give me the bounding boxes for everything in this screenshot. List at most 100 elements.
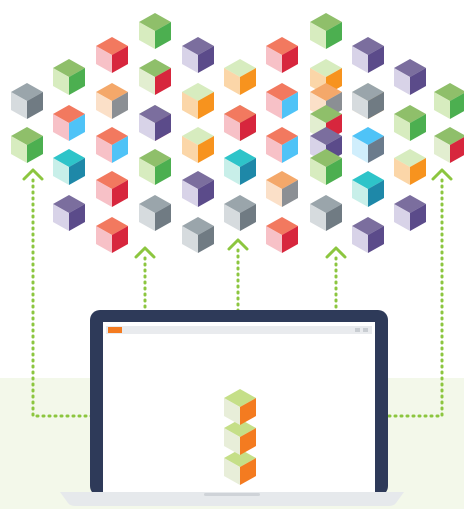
data-cube-left <box>139 158 155 185</box>
browser-tab <box>108 327 122 333</box>
data-cube-left <box>394 68 410 95</box>
data-cube-right <box>368 136 384 163</box>
laptop-base <box>60 492 404 506</box>
data-cube-top <box>434 127 464 145</box>
data-cube-right <box>410 158 426 185</box>
data-cube-right <box>410 114 426 141</box>
data-cube-top <box>434 83 464 101</box>
data-cube-right <box>198 180 214 207</box>
data-cube <box>224 105 256 141</box>
data-cube-left <box>182 92 198 119</box>
data-cube <box>96 171 128 207</box>
data-cube-left <box>96 180 112 207</box>
data-cube <box>53 105 85 141</box>
browser-bar <box>106 326 372 334</box>
data-cube <box>352 83 384 119</box>
data-cube-right <box>450 137 464 163</box>
data-cube <box>96 127 128 163</box>
data-cube <box>139 149 171 185</box>
data-cube-right <box>326 22 342 49</box>
stack-cube <box>224 419 256 455</box>
data-cube-left <box>96 92 112 119</box>
data-cube-left <box>182 226 198 253</box>
data-cube <box>266 37 298 73</box>
data-cube-left <box>266 226 282 253</box>
browser-button-2 <box>363 328 368 332</box>
data-cube-right <box>282 180 298 207</box>
data-cube <box>394 59 426 95</box>
data-cube-right <box>27 92 43 119</box>
data-cube-right <box>368 226 384 253</box>
data-cube <box>266 217 298 253</box>
data-cube-left <box>182 136 198 163</box>
data-cube-right <box>368 46 384 73</box>
stack-cube-right <box>240 458 256 485</box>
data-cube <box>11 83 43 119</box>
aggregated-stack <box>224 389 256 485</box>
data-cube <box>310 195 342 231</box>
data-cube-right <box>198 136 214 163</box>
data-cube-left <box>352 180 368 207</box>
data-cube-left <box>182 46 198 73</box>
arrow-inner-right-up-head <box>325 246 347 259</box>
data-cube-left <box>394 114 410 141</box>
data-cube-right <box>155 158 171 185</box>
data-cube <box>139 13 171 49</box>
data-cube-right <box>326 158 342 185</box>
data-cube-left <box>266 92 282 119</box>
data-cube <box>53 59 85 95</box>
data-cube-right <box>155 114 171 141</box>
data-cube-right <box>155 68 171 95</box>
data-cube-right <box>112 180 128 207</box>
data-cube <box>96 37 128 73</box>
arrow-inner-left-up-head <box>134 246 156 259</box>
data-cube-right <box>240 158 256 185</box>
data-cube-left <box>224 68 240 95</box>
arrow-right-up-head <box>431 168 453 181</box>
data-cube-right <box>112 226 128 253</box>
data-cube-right <box>368 92 384 119</box>
data-cube <box>434 127 464 163</box>
stack-cube-left <box>224 458 240 485</box>
data-cube-left <box>53 68 69 95</box>
data-cube-left <box>139 204 155 231</box>
data-cube-left <box>96 46 112 73</box>
arrow-center-up-head <box>227 238 249 251</box>
data-cube <box>11 127 43 163</box>
data-cube-right <box>240 114 256 141</box>
data-cube-right <box>69 204 85 231</box>
data-cube <box>394 105 426 141</box>
data-cube-left <box>352 92 368 119</box>
data-cube-left <box>139 68 155 95</box>
data-cube-right <box>69 114 85 141</box>
data-cube <box>224 149 256 185</box>
data-cube-left <box>352 226 368 253</box>
data-cube <box>434 83 464 119</box>
browser-button-1 <box>355 328 360 332</box>
data-cube-right <box>282 46 298 73</box>
data-cube-right <box>155 204 171 231</box>
data-cube-right <box>69 158 85 185</box>
arrow-inner-left-path <box>143 256 205 380</box>
data-cube-right <box>155 22 171 49</box>
stack-cube-left <box>224 398 240 425</box>
data-cube-right <box>240 68 256 95</box>
data-cube-right <box>112 46 128 73</box>
data-cube-left <box>224 114 240 141</box>
data-cube-left <box>96 226 112 253</box>
data-cube <box>139 59 171 95</box>
data-cube-right <box>368 180 384 207</box>
data-cube-left <box>53 158 69 185</box>
arrow-inner-right-path <box>276 256 338 380</box>
data-cube-right <box>112 92 128 119</box>
data-cube-right <box>198 92 214 119</box>
arrow-left-up-head <box>22 168 44 181</box>
data-cube <box>352 127 384 163</box>
data-cube-left <box>224 204 240 231</box>
stack-cube-right <box>240 428 256 455</box>
stack-cube <box>224 389 256 425</box>
data-cube <box>266 171 298 207</box>
data-cube-left <box>266 180 282 207</box>
